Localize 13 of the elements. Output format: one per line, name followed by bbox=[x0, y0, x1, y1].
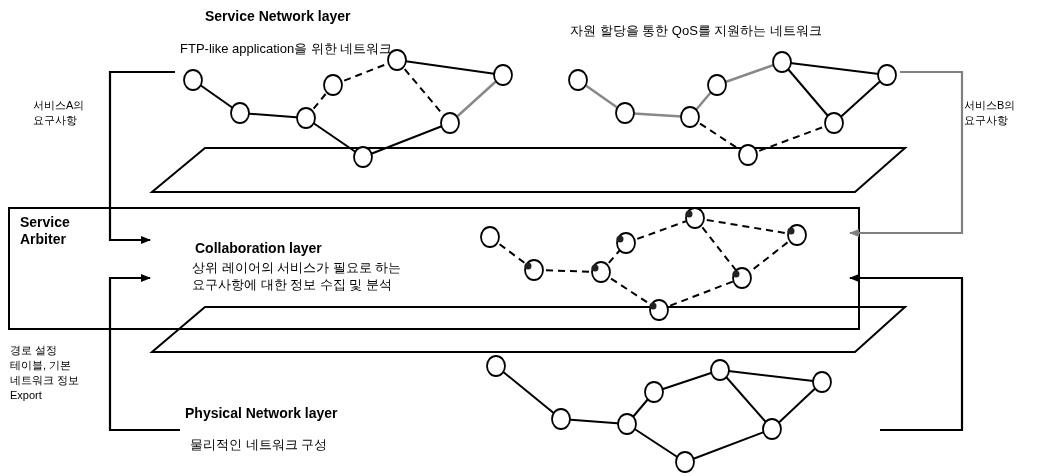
layer-title: Collaboration layer bbox=[195, 240, 322, 256]
frame-title: Service Arbiter bbox=[20, 214, 71, 248]
connector-arrow bbox=[108, 274, 180, 432]
connector-arrow bbox=[849, 70, 964, 237]
arbiter-frame bbox=[8, 207, 860, 330]
layer-title: Service Network layer bbox=[205, 8, 351, 24]
description-text: 상위 레이어의 서비스가 필요로 하는 요구사항에 대한 정보 수집 및 분석 bbox=[192, 259, 403, 293]
description-text: 자원 할당을 통한 QoS를 지원하는 네트워크 bbox=[570, 22, 824, 39]
connector-arrow bbox=[108, 70, 175, 244]
layer-title: Physical Network layer bbox=[185, 405, 338, 421]
connector-arrow bbox=[849, 274, 964, 432]
description-text: FTP-like application을 위한 네트워크 bbox=[180, 40, 393, 58]
description-text: 물리적인 네트워크 구성 bbox=[190, 436, 328, 454]
